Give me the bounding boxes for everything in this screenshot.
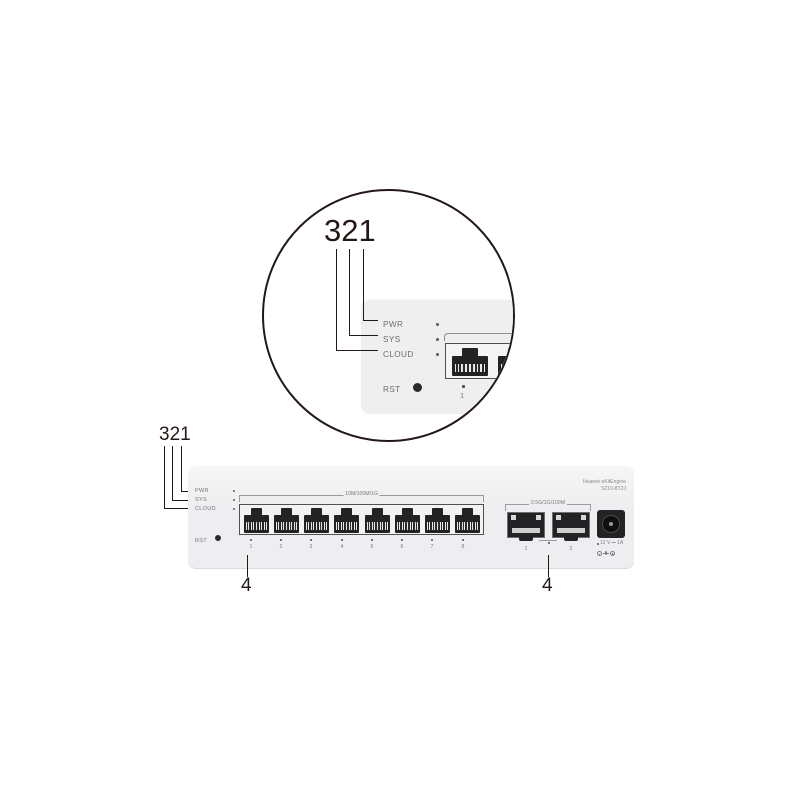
ethernet-speed-label: 10M/100M/1G: [343, 491, 380, 497]
ethernet-port-1[interactable]: [244, 508, 269, 533]
ethernet-port-number-1: 1: [249, 544, 253, 550]
sys-led-indicator-icon: [435, 337, 439, 342]
ethernet-port-3[interactable]: [304, 508, 329, 533]
device-leader-line-3-h: [164, 508, 192, 510]
port-status-indicator: [280, 539, 282, 541]
model-label: S210-8T2J: [601, 486, 626, 492]
port-status-indicator: [341, 539, 343, 541]
leader-line-3-h: [336, 350, 378, 352]
ethernet-port-jack[interactable]: [498, 348, 513, 376]
sfp-led-bracket: [539, 540, 557, 544]
leader-line-2-h: [349, 335, 378, 337]
port-status-indicator: [310, 539, 312, 541]
cloud-led-indicator-icon: [435, 352, 439, 357]
sfp-speed-bracket: 2.5G/1G/100M: [505, 500, 591, 511]
brand-label: Huawei eKitEngine: [582, 479, 626, 485]
callout-4-leader-right: [548, 555, 550, 577]
sfp-port-number-2: 2: [569, 546, 573, 552]
ethernet-port-number-6: 6: [400, 544, 404, 550]
magnified-led-cloud-label: CLOUD: [383, 350, 414, 359]
sfp-port-2[interactable]: [552, 512, 590, 541]
led-sys: SYS: [195, 497, 235, 503]
dc-power-jack[interactable]: [597, 510, 625, 538]
magnified-speed-bracket: [444, 333, 513, 341]
sfp-port-1[interactable]: [507, 512, 545, 541]
device-leader-line-1: [181, 446, 183, 492]
magnified-led-pwr: PWR: [383, 320, 439, 329]
reset-label: RST: [195, 538, 207, 544]
device-leader-line-2: [172, 446, 174, 501]
callout-4-left: 4: [241, 575, 252, 596]
ethernet-port-2[interactable]: [274, 508, 299, 533]
ethernet-port-number-3: 3: [309, 544, 313, 550]
device-leader-line-1-h: [181, 491, 192, 493]
port-status-indicator: [431, 539, 433, 541]
port-status-indicator: [371, 539, 373, 541]
led-pwr: PWR: [195, 488, 235, 494]
ethernet-port-6[interactable]: [395, 508, 420, 533]
magnified-port-enclosure: [445, 343, 513, 379]
ethernet-port-7[interactable]: [425, 508, 450, 533]
ethernet-port-jack[interactable]: [452, 348, 488, 376]
magnified-led-cloud: CLOUD: [383, 350, 439, 359]
ethernet-port-4[interactable]: [334, 508, 359, 533]
sfp-speed-label: 2.5G/1G/100M: [528, 500, 568, 506]
callout-group-321: 321: [159, 424, 191, 445]
callout-group-321-magnified: 321: [324, 213, 376, 248]
power-rating-bullet-icon: [597, 543, 599, 545]
led-cloud-label: CLOUD: [195, 506, 216, 512]
pwr-led-indicator-icon: [435, 322, 439, 327]
port-status-indicator: [548, 542, 550, 544]
magnified-led-sys-label: SYS: [383, 335, 401, 344]
magnified-led-pwr-label: PWR: [383, 320, 404, 329]
polarity-symbol-icon: [597, 551, 615, 556]
ethernet-port-enclosure: [239, 504, 484, 535]
ethernet-port-8[interactable]: [455, 508, 480, 533]
port-status-indicator: [462, 385, 465, 388]
switch-front-panel: PWR SYS CLOUD RST Huawei eKitEngine S210…: [188, 466, 634, 569]
reset-button[interactable]: [413, 383, 422, 392]
ethernet-speed-bracket: 10M/100M/1G: [239, 491, 484, 502]
port-status-indicator: [401, 539, 403, 541]
magnified-device-face: PWR SYS CLOUD RST: [361, 299, 513, 414]
ethernet-port-number-4: 4: [340, 544, 344, 550]
leader-line-1-h: [363, 320, 378, 322]
ethernet-port-number-2: 2: [279, 544, 283, 550]
cloud-led-indicator-icon: [232, 507, 235, 511]
leader-line-3: [336, 249, 338, 351]
reset-button[interactable]: [215, 535, 222, 542]
callout-4-leader-left: [247, 555, 249, 577]
led-pwr-label: PWR: [195, 488, 209, 494]
leader-line-1: [363, 249, 365, 321]
ethernet-port-number-8: 8: [461, 544, 465, 550]
port-status-indicator: [250, 539, 252, 541]
ethernet-port-number-7: 7: [430, 544, 434, 550]
magnified-led-sys: SYS: [383, 335, 439, 344]
sys-led-indicator-icon: [232, 498, 235, 502]
power-rating-label: 12 V ⎓ 1A: [600, 540, 624, 546]
port-status-indicator: [462, 539, 464, 541]
magnified-reset-label: RST: [383, 385, 401, 394]
ethernet-port-number-5: 5: [370, 544, 374, 550]
ethernet-port-5[interactable]: [365, 508, 390, 533]
magnified-port-number: 1: [460, 391, 465, 400]
pwr-led-indicator-icon: [232, 489, 235, 493]
device-leader-line-2-h: [172, 500, 192, 502]
device-leader-line-3: [164, 446, 166, 509]
magnified-detail-circle: PWR SYS CLOUD RST: [262, 189, 515, 442]
sfp-port-number-1: 1: [524, 546, 528, 552]
led-sys-label: SYS: [195, 497, 207, 503]
leader-line-2: [349, 249, 351, 336]
callout-4-right: 4: [542, 575, 553, 596]
led-cloud: CLOUD: [195, 506, 235, 512]
